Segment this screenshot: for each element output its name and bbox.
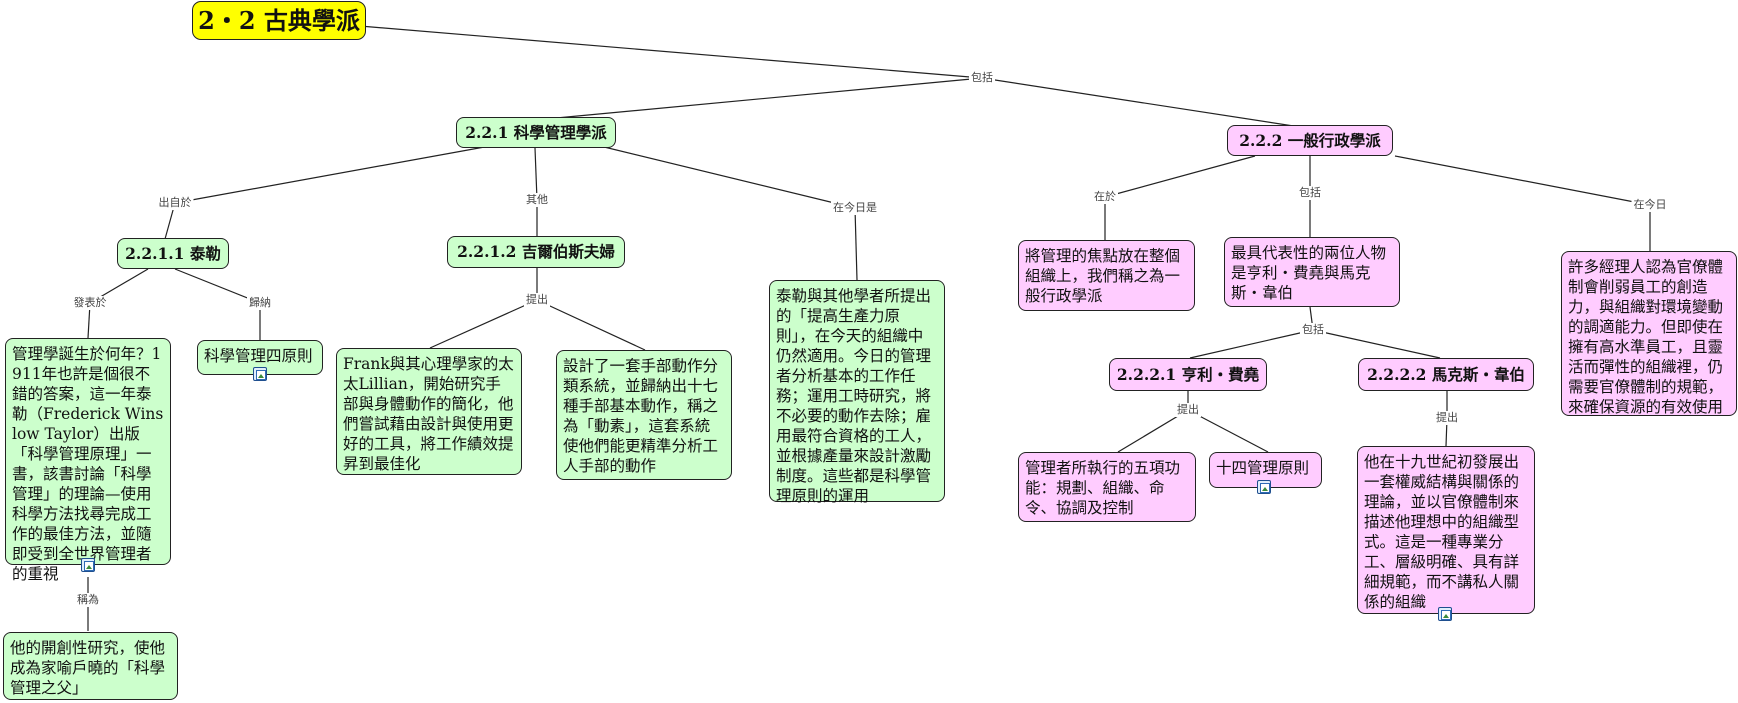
node-scientific-management[interactable]: 2.2.1 科學管理學派 bbox=[456, 117, 616, 148]
link-root-hub bbox=[359, 25, 983, 79]
link-gilbreth-therbligs bbox=[536, 299, 646, 351]
node-admin-focus[interactable]: 將管理的焦點放在整個組織上，我們稱之為一般行政學派 bbox=[1018, 240, 1195, 311]
link-label-sci-taylor: 出自於 bbox=[156, 196, 194, 210]
link-hub-scientific bbox=[534, 77, 983, 121]
link-label-sci-gilbreth: 其他 bbox=[524, 193, 550, 207]
link-scientific-today-a bbox=[599, 145, 856, 209]
link-label-reps-include: 包括 bbox=[1300, 323, 1326, 337]
link-taylor-summary-a bbox=[174, 268, 261, 304]
node-five-functions[interactable]: 管理者所執行的五項功能：規劃、組織、命令、協調及控制 bbox=[1018, 452, 1196, 522]
node-taylor-birth-of-management[interactable]: 管理學誕生於何年？1911年也許是個很不錯的答案，這一年泰勒（Frederick… bbox=[5, 338, 171, 583]
link-reps-fayol bbox=[1189, 329, 1314, 359]
link-label-taylor-summary: 歸納 bbox=[247, 296, 273, 310]
node-father-of-scientific-management[interactable]: 他的開創性研究，使他成為家喻戶曉的「科學管理之父」 bbox=[3, 632, 178, 700]
link-reps-weber bbox=[1312, 329, 1441, 359]
root-node[interactable]: 2・2 古典學派 bbox=[192, 1, 366, 40]
link-label-admin-focus: 在於 bbox=[1092, 190, 1118, 204]
link-label-fayol-propose: 提出 bbox=[1175, 403, 1201, 417]
link-scientific-taylor-a bbox=[174, 145, 491, 204]
node-therbligs[interactable]: 設計了一套手部動作分類系統，並歸納出十七種手部基本動作，稱之為「動素」，這套系統… bbox=[556, 350, 732, 480]
link-label-admin-include: 包括 bbox=[1297, 186, 1323, 200]
node-bureaucracy[interactable]: 他在十九世紀初發展出一套權威結構與關係的理論，並以官僚體制來描述他理想中的組織型… bbox=[1357, 446, 1535, 614]
image-attachment-icon[interactable] bbox=[1257, 480, 1271, 494]
link-fayol-principles bbox=[1187, 409, 1269, 453]
image-attachment-icon[interactable] bbox=[253, 367, 267, 381]
node-fayol[interactable]: 2.2.2.1 亨利・費堯 bbox=[1109, 358, 1267, 391]
node-administrative-theory[interactable]: 2.2.2 一般行政學派 bbox=[1227, 125, 1393, 156]
node-gilbreth-research[interactable]: Frank與其心理學家的太太Lillian，開始研究手部與身體動作的簡化，他們嘗… bbox=[336, 348, 522, 475]
node-administrative-today[interactable]: 許多經理人認為官僚體制會削弱員工的創造力，與組織對環境變動的調適能力。但即使在擁… bbox=[1561, 251, 1737, 416]
image-attachment-icon[interactable] bbox=[1438, 607, 1452, 621]
link-admin-today-a bbox=[1394, 155, 1651, 206]
link-gilbreth-research bbox=[429, 299, 538, 349]
link-label-admin-today: 在今日 bbox=[1631, 198, 1669, 212]
link-hub-administrative bbox=[981, 77, 1301, 128]
node-taylor[interactable]: 2.2.1.1 泰勒 bbox=[117, 238, 229, 269]
node-representatives[interactable]: 最具代表性的兩位人物是亨利・費堯與馬克斯・韋伯 bbox=[1224, 237, 1400, 307]
link-fayol-functions bbox=[1117, 409, 1189, 453]
node-gilbreths[interactable]: 2.2.1.2 吉爾伯斯夫婦 bbox=[447, 236, 625, 268]
link-label-gilbreth-propose: 提出 bbox=[524, 293, 550, 307]
node-weber[interactable]: 2.2.2.2 馬克斯・韋伯 bbox=[1358, 358, 1534, 391]
link-label-birth-called: 稱為 bbox=[75, 593, 101, 607]
link-scientific-gilbreth-a bbox=[534, 147, 538, 201]
node-scientific-today[interactable]: 泰勒與其他學者所提出的「提高生產力原則」，在今天的組織中仍然適用。今日的管理者分… bbox=[769, 280, 945, 505]
link-label-root: 包括 bbox=[969, 71, 995, 85]
link-scientific-today-b bbox=[854, 207, 858, 281]
link-label-weber-propose: 提出 bbox=[1434, 411, 1460, 425]
link-label-taylor-publish: 發表於 bbox=[71, 296, 109, 310]
image-attachment-icon[interactable] bbox=[81, 558, 95, 572]
link-admin-focus-a bbox=[1104, 155, 1256, 198]
link-label-sci-today: 在今日是 bbox=[831, 201, 879, 215]
